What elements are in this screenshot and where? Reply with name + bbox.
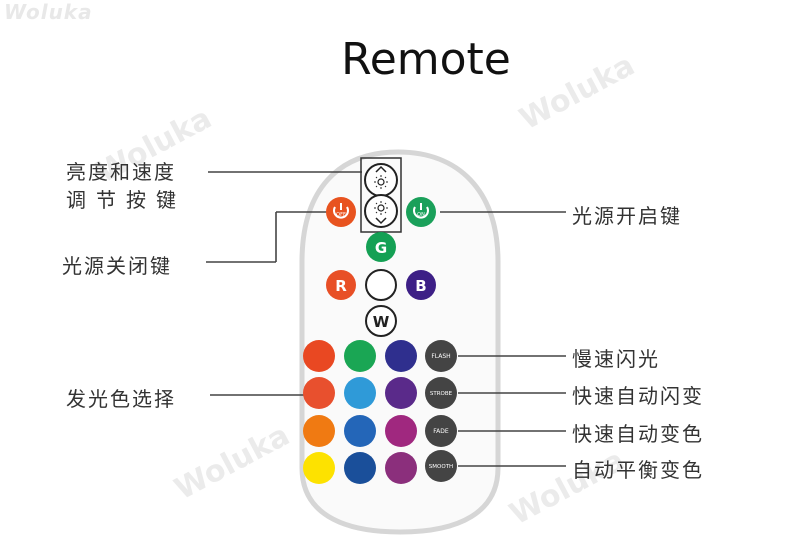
brightness-up-button[interactable]	[364, 163, 398, 197]
power-icon	[333, 206, 349, 219]
sun-icon	[377, 178, 385, 186]
svg-text:R: R	[335, 277, 347, 295]
color-button[interactable]	[385, 415, 417, 447]
strobe-button[interactable]: STROBE	[425, 377, 457, 409]
svg-text:G: G	[375, 239, 387, 257]
red-button[interactable]: R	[326, 270, 356, 300]
svg-text:STROBE: STROBE	[430, 391, 453, 397]
svg-text:B: B	[415, 277, 426, 295]
label-fade: 快速自动变色	[572, 422, 704, 446]
label-color-select: 发光色选择	[66, 387, 176, 411]
svg-text:SMOOTH: SMOOTH	[429, 464, 453, 470]
power-off-button[interactable]: OFF	[326, 197, 356, 227]
center-blank-button[interactable]	[365, 269, 397, 301]
blue-button[interactable]: B	[406, 270, 436, 300]
brightness-down-button[interactable]	[364, 194, 398, 228]
label-brightness-line2: 调节按键	[66, 188, 186, 212]
leader-lines	[206, 171, 566, 467]
label-brightness-line1: 亮度和速度	[66, 160, 176, 184]
label-smooth: 自动平衡变色	[572, 458, 704, 482]
flash-button[interactable]: FLASH	[425, 340, 457, 372]
power-icon	[413, 206, 429, 219]
color-grid	[303, 340, 417, 484]
white-button[interactable]: W	[365, 305, 397, 337]
color-button[interactable]	[385, 377, 417, 409]
color-button[interactable]	[303, 377, 335, 409]
page-title: Remote	[341, 34, 511, 85]
label-strobe: 快速自动闪变	[572, 384, 704, 408]
green-button[interactable]: G	[366, 232, 396, 262]
color-button[interactable]	[303, 340, 335, 372]
color-button[interactable]	[344, 377, 376, 409]
color-button[interactable]	[385, 452, 417, 484]
color-button[interactable]	[303, 415, 335, 447]
smooth-button[interactable]: SMOOTH	[425, 450, 457, 482]
fade-button[interactable]: FADE	[425, 415, 457, 447]
svg-text:FADE: FADE	[433, 428, 449, 435]
svg-text:OFF: OFF	[336, 212, 346, 218]
svg-text:ON: ON	[417, 212, 425, 218]
color-button[interactable]	[303, 452, 335, 484]
brand-watermark: Woluka	[4, 0, 93, 24]
label-flash: 慢速闪光	[572, 347, 660, 371]
color-button[interactable]	[344, 340, 376, 372]
label-power-off: 光源关闭键	[62, 254, 172, 278]
svg-text:FLASH: FLASH	[431, 353, 450, 360]
color-button[interactable]	[344, 415, 376, 447]
color-button[interactable]	[385, 340, 417, 372]
color-button[interactable]	[344, 452, 376, 484]
label-power-on: 光源开启键	[572, 204, 682, 228]
power-on-button[interactable]: ON	[406, 197, 436, 227]
sun-icon	[377, 204, 385, 212]
svg-text:W: W	[373, 313, 390, 331]
